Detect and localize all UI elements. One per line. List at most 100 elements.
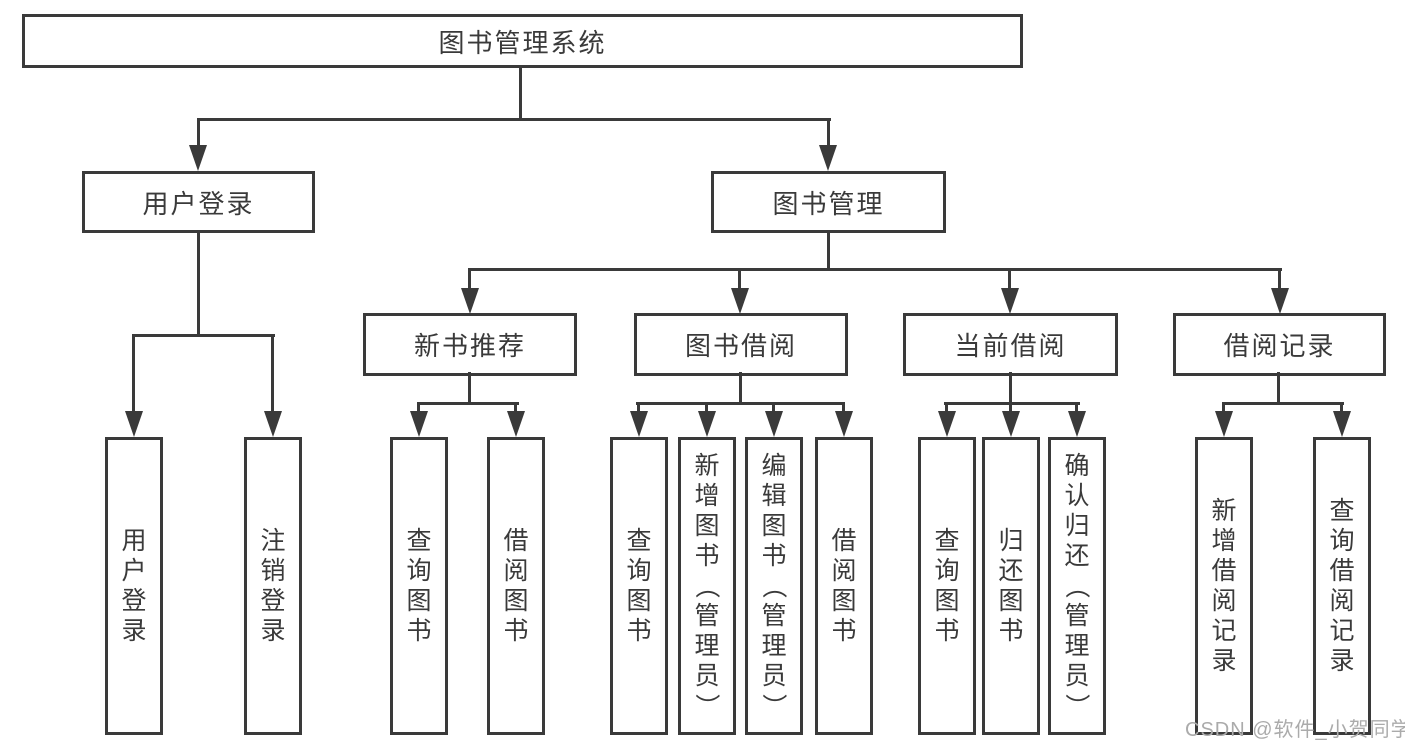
connector-line: [1277, 372, 1280, 405]
connector-line: [132, 334, 275, 337]
vertical-char: 登: [121, 587, 147, 615]
arrow-down-icon: [1002, 411, 1020, 437]
connector-line: [271, 334, 274, 414]
leaf-label: 用户登录: [121, 526, 146, 646]
vertical-char: 理: [1064, 632, 1090, 660]
vertical-char: 增: [694, 482, 720, 510]
connector-line: [842, 402, 845, 414]
connector-line: [1009, 372, 1012, 405]
vertical-char: 图: [934, 587, 960, 615]
connector-line: [1008, 268, 1011, 292]
connector-line: [739, 372, 742, 405]
vertical-char: 借: [1211, 557, 1237, 585]
leaf-label: 确认归还（管理员）: [1062, 451, 1091, 721]
vertical-char: 辑: [761, 482, 787, 510]
vertical-char: 询: [1329, 527, 1355, 555]
connector-line: [772, 402, 775, 414]
connector-line: [197, 118, 831, 121]
vertical-char: 图: [761, 512, 787, 540]
vertical-char: 理: [761, 632, 787, 660]
vertical-char: 归: [998, 527, 1024, 555]
vertical-char: 注: [260, 527, 286, 555]
vertical-char: 询: [406, 557, 432, 585]
leaf-query-books-borrowing: 查询图书: [610, 437, 668, 735]
connector-line: [417, 402, 519, 405]
vertical-char: 员: [761, 662, 787, 690]
node-new-book-recommend: 新书推荐: [363, 313, 577, 376]
node-book-management: 图书管理: [711, 171, 946, 233]
node-borrowing-records: 借阅记录: [1173, 313, 1386, 376]
vertical-char: 管: [694, 602, 720, 630]
leaf-label: 新增借阅记录: [1211, 496, 1236, 676]
vertical-char: 记: [1211, 617, 1237, 645]
vertical-char: 录: [1329, 647, 1355, 675]
vertical-char: 查: [406, 527, 432, 555]
vertical-char: 认: [1064, 482, 1090, 510]
vertical-char: 查: [626, 527, 652, 555]
arrow-down-icon: [1215, 411, 1233, 437]
vertical-char: 书: [406, 617, 432, 645]
vertical-char: 员: [1064, 662, 1090, 690]
leaf-label: 查询图书: [406, 526, 431, 646]
connector-line: [637, 402, 640, 414]
leaf-query-borrow-record: 查询借阅记录: [1313, 437, 1371, 735]
leaf-query-books-recommend: 查询图书: [390, 437, 448, 735]
node-user-login: 用户登录: [82, 171, 315, 233]
connector-line: [514, 402, 517, 414]
connector-line: [705, 402, 708, 414]
vertical-char: 记: [1329, 617, 1355, 645]
vertical-char: ）: [1062, 693, 1091, 719]
vertical-char: 书: [934, 617, 960, 645]
leaf-borrow-books-recommend: 借阅图书: [487, 437, 545, 735]
connector-line: [827, 230, 830, 271]
vertical-char: 图: [831, 587, 857, 615]
vertical-char: 管: [1064, 602, 1090, 630]
leaf-query-books-current: 查询图书: [918, 437, 976, 735]
vertical-char: 书: [694, 542, 720, 570]
vertical-char: ）: [759, 693, 788, 719]
arrow-down-icon: [819, 145, 837, 171]
connector-line: [197, 118, 200, 150]
vertical-char: 书: [626, 617, 652, 645]
vertical-char: （: [1062, 573, 1091, 599]
vertical-char: 增: [1211, 527, 1237, 555]
node-book-borrowing: 图书借阅: [634, 313, 848, 376]
vertical-char: 归: [1064, 512, 1090, 540]
leaf-label: 借阅图书: [831, 526, 856, 646]
leaf-add-borrow-record: 新增借阅记录: [1195, 437, 1253, 735]
arrow-down-icon: [731, 288, 749, 314]
arrow-down-icon: [765, 411, 783, 437]
connector-line: [1009, 402, 1012, 414]
leaf-logout: 注销登录: [244, 437, 302, 735]
vertical-char: 确: [1064, 452, 1090, 480]
vertical-char: ）: [692, 693, 721, 719]
vertical-char: 借: [503, 527, 529, 555]
leaf-user-login: 用户登录: [105, 437, 163, 735]
vertical-char: 编: [761, 452, 787, 480]
connector-line: [132, 334, 135, 414]
vertical-char: 新: [1211, 497, 1237, 525]
leaf-label: 注销登录: [260, 526, 285, 646]
arrow-down-icon: [125, 411, 143, 437]
arrow-down-icon: [1001, 288, 1019, 314]
vertical-char: 书: [831, 617, 857, 645]
connector-line: [468, 268, 1282, 271]
leaf-label: 查询借阅记录: [1329, 496, 1354, 676]
vertical-char: 录: [121, 617, 147, 645]
vertical-char: 登: [260, 587, 286, 615]
arrow-down-icon: [938, 411, 956, 437]
vertical-char: 阅: [1329, 587, 1355, 615]
leaf-edit-books-admin: 编辑图书（管理员）: [745, 437, 803, 735]
leaf-label: 新增图书（管理员）: [692, 451, 721, 721]
arrow-down-icon: [1271, 288, 1289, 314]
arrow-down-icon: [1333, 411, 1351, 437]
node-library-system: 图书管理系统: [22, 14, 1023, 68]
connector-line: [197, 230, 200, 337]
connector-line: [1222, 402, 1344, 405]
vertical-char: 管: [761, 602, 787, 630]
node-current-borrowing: 当前借阅: [903, 313, 1118, 376]
vertical-char: 阅: [831, 557, 857, 585]
vertical-char: 图: [626, 587, 652, 615]
vertical-char: 询: [626, 557, 652, 585]
